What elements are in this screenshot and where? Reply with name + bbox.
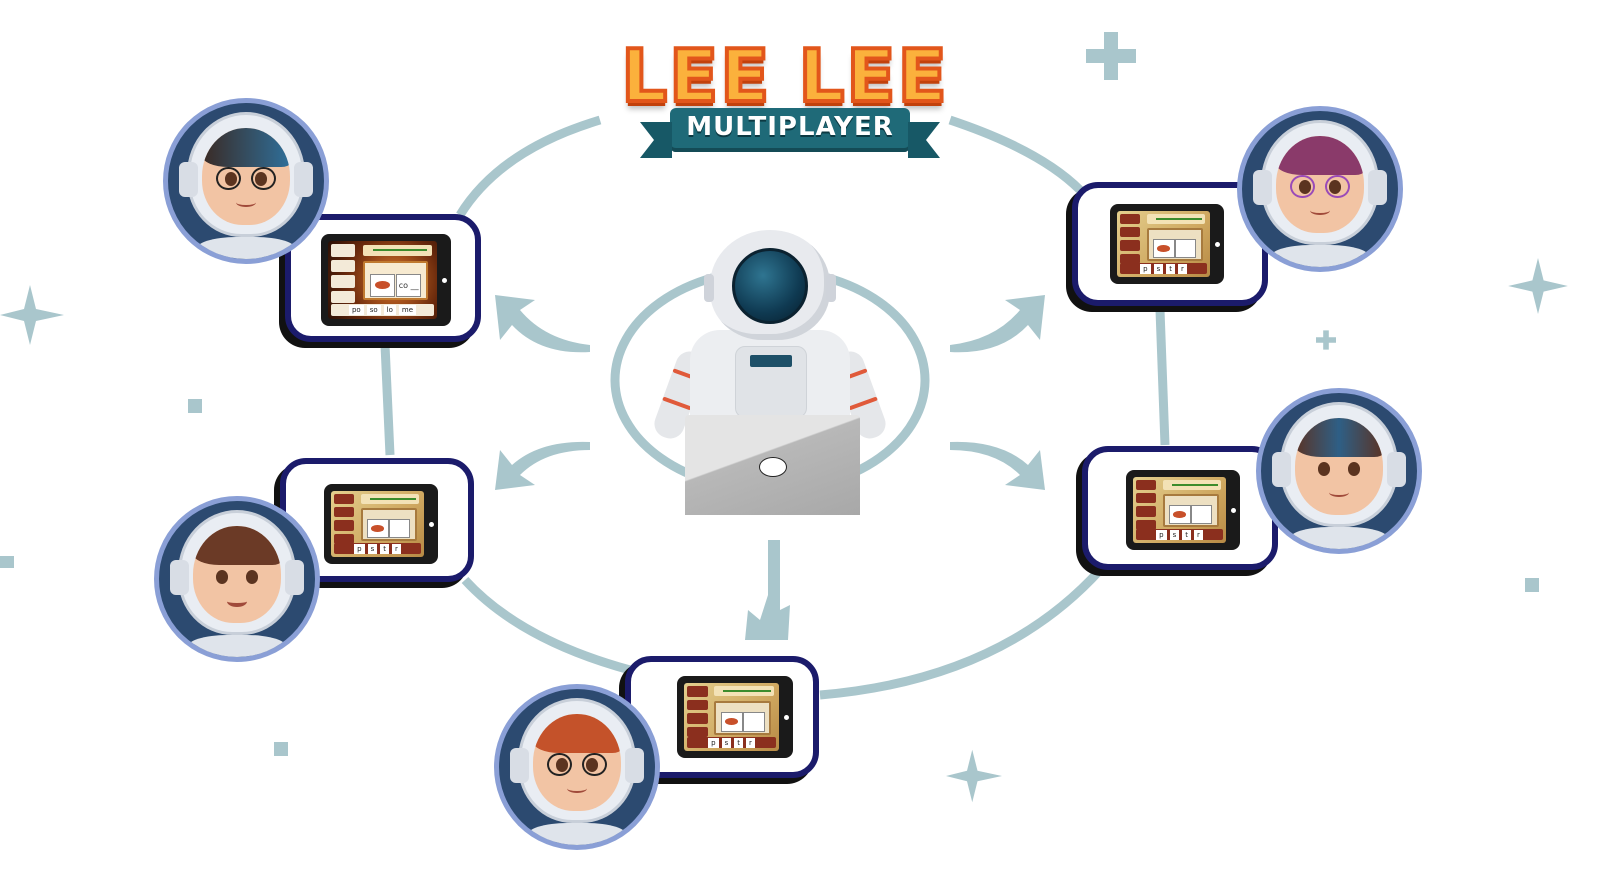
player-card-top-right[interactable]: p s t r [1072, 182, 1268, 306]
logo-title: LEE LEE [619, 32, 949, 120]
letter-tile: p [354, 543, 365, 554]
tablet-screen: po so lo me [321, 234, 451, 326]
letter-tile: p [1156, 529, 1167, 540]
avatar-player-top-right [1237, 106, 1403, 272]
connector-midleft-to-bottom [461, 576, 632, 675]
host-astronaut [650, 230, 890, 520]
astronaut-helmet [704, 230, 836, 340]
chest-panel [735, 346, 807, 418]
tablet-screen: p s t r [677, 676, 793, 758]
connector-logo-to-topleft [456, 115, 602, 218]
connector-logo-to-topright [948, 115, 1084, 194]
answer-option: po [348, 304, 364, 315]
letter-tile: s [1153, 263, 1164, 274]
letter-tile: t [380, 543, 389, 554]
letter-tile: r [1193, 529, 1203, 540]
player-card-mid-left[interactable]: p s t r [280, 458, 474, 582]
letter-tile: s [721, 737, 732, 748]
arrow-to-midright [950, 441, 1045, 490]
decor-dot [274, 742, 288, 756]
arrow-to-bottom [745, 540, 790, 640]
laptop-logo-icon [759, 457, 787, 477]
tablet-screen: p s t r [1126, 470, 1240, 550]
sparkle-star-icon [0, 285, 64, 345]
avatar-player-mid-right [1256, 388, 1422, 554]
tablet-screen: p s t r [324, 484, 438, 564]
answer-option: lo [383, 304, 396, 315]
player-card-bottom[interactable]: p s t r [625, 656, 819, 778]
tablet-screen: p s t r [1110, 204, 1224, 284]
plus-star-icon [1316, 330, 1336, 350]
answer-option: me [398, 304, 417, 315]
connector-topleft-to-midleft [380, 344, 395, 456]
letter-tile: t [734, 737, 743, 748]
avatar-player-top-left [163, 98, 329, 264]
game-logo: LEE LEE MULTIPLAYER [590, 28, 980, 158]
logo-subtitle: MULTIPLAYER [686, 112, 894, 142]
letter-tile: r [1177, 263, 1187, 274]
answer-option: so [366, 304, 381, 315]
direction-arrows [495, 295, 1045, 640]
letter-tile: s [1169, 529, 1180, 540]
helmet-visor [732, 248, 808, 324]
plus-star-icon [1086, 32, 1136, 80]
avatar-player-mid-left [154, 496, 320, 662]
sparkle-star-icon [946, 749, 1002, 803]
player-card-top-left[interactable]: po so lo me [285, 214, 481, 342]
player-card-mid-right[interactable]: p s t r [1082, 446, 1278, 570]
decor-dot [188, 399, 202, 413]
arrow-to-midleft [495, 441, 590, 490]
letter-tile: s [367, 543, 378, 554]
letter-tile: r [745, 737, 755, 748]
logo-ribbon: MULTIPLAYER [640, 108, 940, 158]
letter-tile: p [708, 737, 719, 748]
laptop [685, 415, 860, 515]
letter-tile: p [1140, 263, 1151, 274]
decor-dot [0, 556, 14, 568]
letter-tile: t [1182, 529, 1191, 540]
letter-tile: r [391, 543, 401, 554]
avatar-player-bottom [494, 684, 660, 850]
connector-bottom-to-midright [819, 566, 1104, 700]
sparkle-star-icon [1508, 258, 1568, 314]
connector-topright-to-midright [1155, 309, 1170, 446]
arrow-to-topleft [495, 295, 590, 353]
letter-tile: t [1166, 263, 1175, 274]
arrow-to-topright [950, 295, 1045, 353]
decor-dot [1525, 578, 1539, 592]
